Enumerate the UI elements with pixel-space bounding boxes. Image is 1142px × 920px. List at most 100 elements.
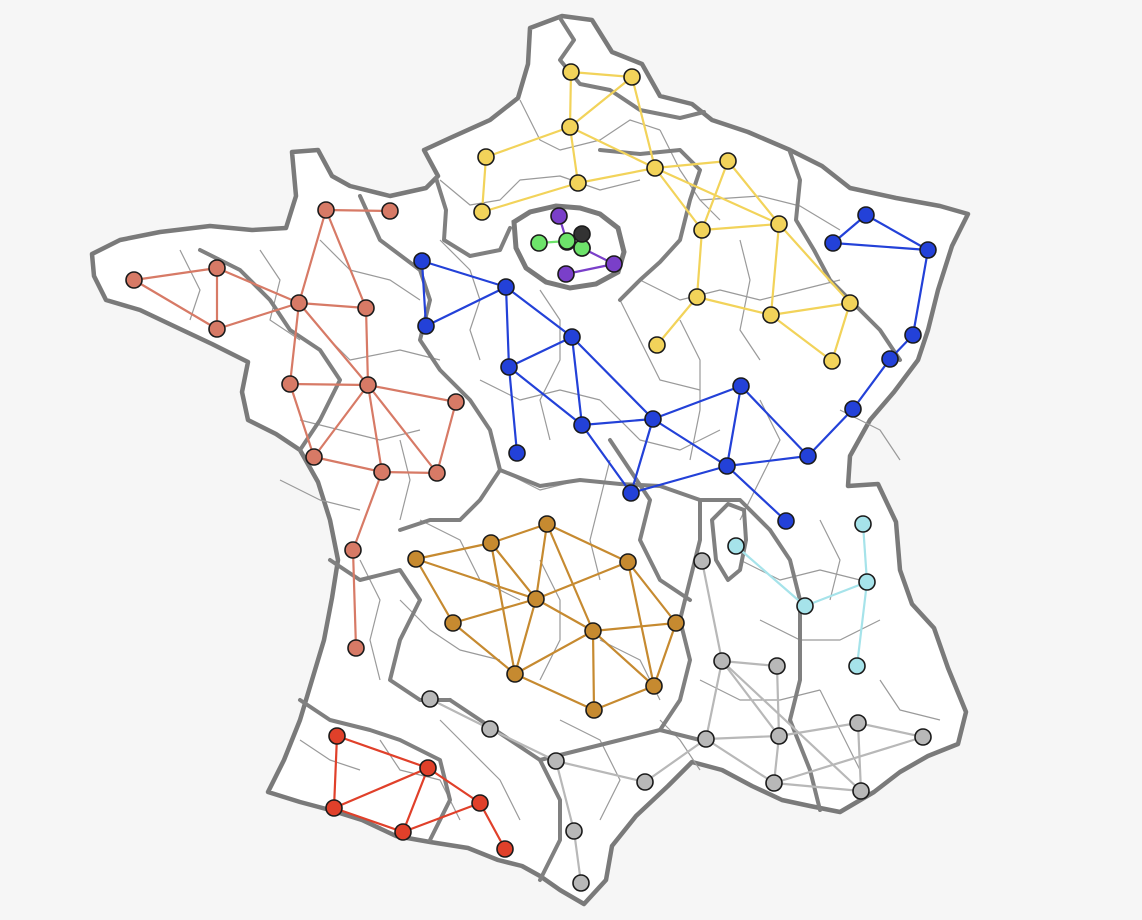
network-nodes (125, 63, 937, 892)
network-node-south (852, 782, 870, 800)
network-node-south (697, 730, 715, 748)
network-node-center-east (497, 278, 515, 296)
network-node-north (719, 152, 737, 170)
network-node-southwest (471, 794, 489, 812)
network-edge-northwest (324, 208, 368, 310)
network-edge-northwest (288, 301, 301, 386)
network-node-ile-de-france-purple (605, 255, 623, 273)
network-edge-north (726, 159, 781, 226)
network-edge-south (554, 759, 647, 784)
network-edge-center-south (534, 560, 630, 601)
network-node-north (648, 336, 666, 354)
network-node-north (646, 159, 664, 177)
network-edge-center-south (534, 522, 549, 601)
network-node-northwest (381, 202, 399, 220)
network-edge-southwest (335, 734, 430, 770)
network-edge-center-south (414, 557, 538, 601)
network-edge-north (484, 125, 572, 159)
network-edge-northwest (312, 383, 370, 459)
network-node-northwest (373, 463, 391, 481)
network-edge-northwest (297, 301, 370, 387)
network-edge-south (775, 664, 781, 738)
network-node-center-south (527, 590, 545, 608)
network-edge-center-south (451, 597, 538, 625)
network-edge-southwest (401, 801, 482, 834)
network-node-south (636, 773, 654, 791)
network-edge-south (704, 734, 781, 741)
network-edge-center-east (911, 248, 930, 337)
network-edge-south (488, 727, 558, 763)
network-node-ile-de-france-black (573, 225, 591, 243)
network-node-south (481, 720, 499, 738)
network-node-center-east (857, 206, 875, 224)
network-node-center-south (584, 622, 602, 640)
network-edge-center-east (580, 417, 655, 427)
network-edge-northwest (380, 470, 439, 475)
network-edge-center-south (489, 541, 538, 601)
network-node-ile-de-france-purple (550, 207, 568, 225)
network-edge-south (704, 659, 724, 741)
network-edge-northwest (297, 208, 328, 305)
network-node-center-south (444, 614, 462, 632)
network-node-center-south (585, 701, 603, 719)
network-edge-north (769, 301, 852, 317)
network-node-south (765, 774, 783, 792)
network-node-north (688, 288, 706, 306)
network-edge-north (480, 181, 580, 214)
network-edge-northwest (435, 400, 458, 475)
network-edge-south (720, 659, 781, 738)
network-edge-northwest (132, 266, 219, 282)
network-edge-northwest (288, 382, 370, 387)
network-edge-north (568, 75, 634, 129)
network-node-alps (727, 537, 745, 555)
network-edge-center-east (504, 285, 511, 369)
network-edge-center-south (489, 522, 549, 545)
network-node-northwest (347, 639, 365, 657)
network-edge-north (630, 75, 657, 170)
network-edge-northwest (366, 383, 384, 474)
network-edge-center-east (507, 365, 519, 455)
network-node-ile-de-france-green (558, 232, 576, 250)
network-node-southwest (394, 823, 412, 841)
network-edge-center-east (629, 464, 729, 495)
network-node-center-south (407, 550, 425, 568)
network-node-northwest (208, 320, 226, 338)
network-node-center-east (500, 358, 518, 376)
network-node-northwest (447, 393, 465, 411)
network-edge-center-south (626, 560, 678, 625)
network-node-alps (848, 657, 866, 675)
network-node-northwest (305, 448, 323, 466)
network-edge-alps (861, 522, 869, 584)
network-edge-north (653, 166, 781, 226)
network-edge-south (720, 659, 863, 793)
network-node-center-east (881, 350, 899, 368)
network-edge-south (700, 559, 724, 663)
network-edge-north (568, 125, 580, 185)
network-node-ile-de-france-green (530, 234, 548, 252)
network-edge-southwest (401, 766, 430, 834)
network-node-center-south (667, 614, 685, 632)
network-edge-center-east (420, 259, 508, 289)
network-node-center-south (645, 677, 663, 695)
network-edge-south (777, 721, 860, 738)
network-node-north (770, 215, 788, 233)
network-node-northwest (359, 376, 377, 394)
network-node-north (623, 68, 641, 86)
network-edge-northwest (324, 208, 392, 213)
network-edge-center-south (451, 621, 517, 676)
network-edge-north (695, 295, 773, 317)
network-edge-north (695, 228, 704, 299)
network-edge-center-south (591, 629, 596, 712)
network-node-alps (854, 515, 872, 533)
network-node-north (562, 63, 580, 81)
network-edge-northwest (351, 470, 384, 552)
network-edge-center-south (414, 557, 455, 625)
network-edge-northwest (288, 382, 316, 459)
network-edge-center-east (651, 384, 743, 421)
network-edge-southwest (332, 806, 405, 834)
network-edge-north (576, 166, 657, 185)
network-edge-northwest (312, 455, 384, 474)
network-node-southwest (496, 840, 514, 858)
